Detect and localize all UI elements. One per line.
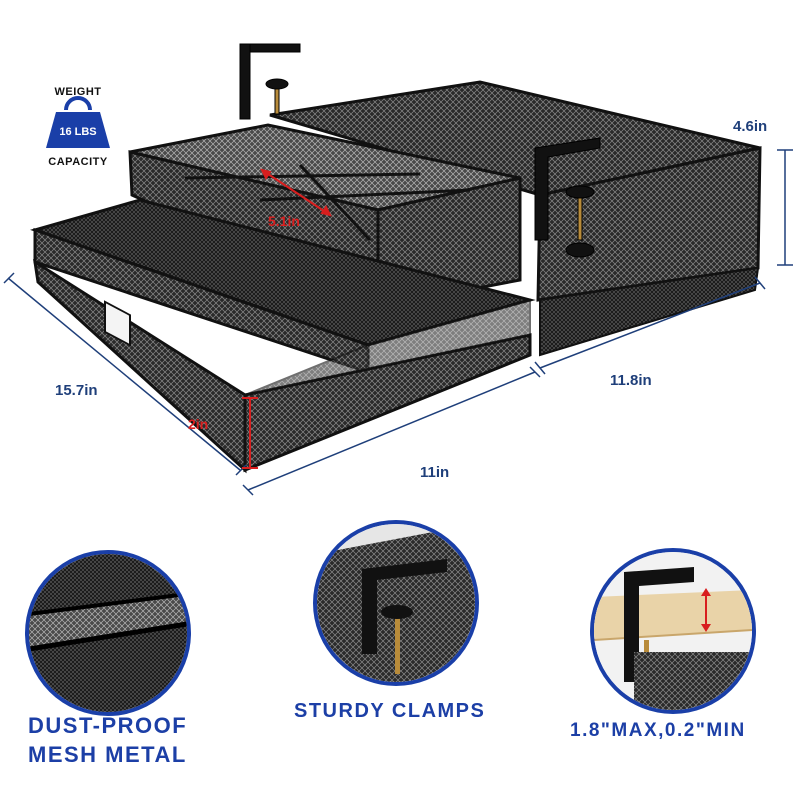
depth-label: 15.7in (55, 382, 98, 399)
caption-clamps: STURDY CLAMPS (294, 700, 486, 722)
clamp-closeup-image (317, 524, 475, 682)
upper-shelf (269, 80, 762, 357)
caption-mesh-line1: DUST-PROOF (28, 713, 188, 738)
clamp-detail-circle (313, 520, 479, 686)
weight-capacity-badge: WEIGHT 16 LBS CAPACITY (38, 86, 118, 176)
mesh-closeup-image (29, 554, 187, 712)
clamp-range-circle (590, 548, 756, 714)
red-dimension-lines (242, 168, 332, 469)
weight-value: 16 LBS (59, 126, 97, 138)
side-label: 11.8in (610, 372, 652, 389)
caption-clamp-range: 1.8"MAX,0.2"MIN (570, 720, 746, 741)
lower-drawer (30, 198, 536, 474)
drawer-height-label: 2in (188, 416, 209, 432)
height-label: 4.6in (733, 118, 768, 135)
inner-width-label: 5.1in (268, 213, 300, 229)
capacity-label: CAPACITY (48, 156, 108, 168)
width-label: 11in (420, 464, 450, 481)
clamp-right (534, 137, 601, 258)
mesh-detail-circle (25, 550, 191, 716)
clamp-left (239, 43, 301, 120)
dimension-lines (3, 149, 793, 496)
weight-label: WEIGHT (54, 86, 102, 98)
weight-icon (46, 96, 110, 148)
clamp-range-image (594, 552, 752, 710)
caption-mesh-line2: MESH METAL (28, 742, 187, 767)
